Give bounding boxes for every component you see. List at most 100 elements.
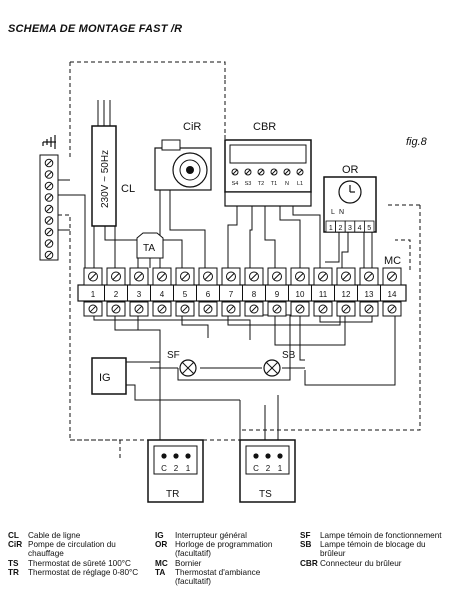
terminal: 1 (83, 267, 103, 317)
terminal: 3 (127, 267, 149, 317)
pump-label: CiR (183, 121, 201, 133)
control-thermostat-label: TR (166, 489, 179, 500)
terminal: 10 (288, 267, 310, 317)
figure-label: fig.8 (406, 136, 427, 148)
burner-pin-label: N (285, 181, 289, 187)
legend-entry: CL Cable de ligne (8, 531, 146, 540)
burner-pin: T2 (257, 168, 265, 187)
cable-label: CL (121, 183, 135, 195)
legend-entry: SB Lampe témoin de blocage du brûleur (300, 540, 446, 558)
earth-screw (44, 158, 54, 168)
legend-code: CBR (300, 558, 318, 568)
earth-screw (44, 239, 54, 248)
terminal: 11 (311, 267, 333, 317)
terminal-number: 10 (296, 290, 305, 299)
terminal-number: 6 (206, 290, 211, 299)
earth-screw (44, 193, 54, 202)
clock-letter: N (339, 209, 344, 216)
terminal: 4 (150, 267, 172, 317)
burner-pin: L1 (296, 168, 304, 187)
burner-pin: N (283, 168, 291, 187)
line-cable: 230V ~ 50Hz CL (91, 100, 135, 227)
legend-code: SB (300, 540, 312, 550)
page-title: SCHEMA DE MONTAGE FAST /R (8, 23, 183, 35)
legend-text: Connecteur du brûleur (320, 558, 402, 568)
legend-code: TS (8, 558, 19, 568)
terminal: 7 (219, 267, 241, 317)
terminal-number: 13 (365, 290, 374, 299)
main-switch-label: IG (99, 372, 111, 384)
clock-pin-label: 2 (338, 225, 342, 232)
burner-pin: S3 (244, 168, 252, 187)
thermostat-pin: 2 (173, 453, 179, 473)
legend-text: Thermostat de réglage 0-80°C (28, 567, 139, 577)
terminal-number: 12 (342, 290, 351, 299)
earth-screw (44, 250, 54, 260)
wires (58, 61, 421, 458)
legend-code: SF (300, 531, 311, 540)
terminal-number: 14 (388, 290, 397, 299)
ambient-thermostat: TA (136, 232, 164, 259)
earth-screw (44, 204, 54, 214)
thermostat-pin: C (253, 453, 259, 473)
terminal: 9 (265, 267, 287, 317)
clock-pin: 5 (363, 220, 375, 233)
clock-pin-label: 4 (358, 225, 362, 232)
thermostat-pin-label: 1 (278, 464, 283, 473)
clock-pin-label: 5 (367, 225, 371, 232)
earth-screw (44, 227, 54, 237)
terminal-number: 1 (91, 290, 96, 299)
clock-pin: 4 (354, 220, 365, 233)
terminal-number: 11 (319, 290, 328, 299)
operation-lamp: SF (167, 350, 197, 377)
legend-text: Lampe témoin de blocage du brûleur (320, 540, 426, 559)
earth-screw (44, 216, 54, 225)
cable-voltage-label: 230V ~ 50Hz (100, 150, 111, 208)
thermostat-pin: 2 (265, 453, 271, 473)
burner-pin: S4 (231, 168, 239, 187)
terminal: 8 (242, 267, 264, 317)
terminal: 2 (104, 267, 126, 317)
clock-pin: 3 (344, 220, 356, 233)
legend-text: Horloge de programmation (facultatif) (175, 540, 273, 559)
terminal-number: 4 (160, 290, 165, 299)
terminal: 6 (196, 267, 218, 317)
earth-screw (44, 181, 54, 191)
thermostat-pin-label: C (161, 464, 167, 473)
ambient-thermostat-label: TA (143, 243, 155, 254)
terminal-number: 2 (114, 290, 119, 299)
clock-letter: L (331, 209, 335, 216)
terminal-number: 7 (229, 290, 234, 299)
terminal-number: 5 (183, 290, 188, 299)
legend-text: Cable de ligne (28, 531, 81, 540)
thermostat-pin-label: C (253, 464, 259, 473)
legend-text: Interrupteur général (175, 531, 247, 540)
clock-pin-label: 1 (329, 225, 333, 232)
legend-text: Thermostat de sûreté 100°C (28, 558, 131, 568)
legend-code: CiR (8, 540, 23, 550)
terminal: 14 (380, 267, 402, 317)
thermostat-pin-label: 2 (266, 464, 271, 473)
legend-code: CL (8, 531, 19, 540)
lamp-sb-label: SB (282, 350, 296, 361)
thermostat-pin: C (161, 453, 167, 473)
earth-screw (44, 170, 54, 179)
thermostat-pin-label: 1 (186, 464, 191, 473)
terminal-number: 3 (137, 290, 142, 299)
terminal-number: 9 (275, 290, 280, 299)
